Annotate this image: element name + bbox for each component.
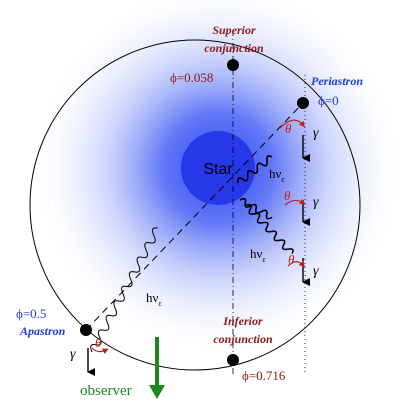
observer-label: observer <box>80 383 132 399</box>
periastron-point <box>297 97 309 109</box>
periastron-label: Periastron <box>311 74 363 88</box>
theta-arc-1 <box>279 119 305 129</box>
photon-path-periastron <box>237 155 273 184</box>
superior-label-1: Superior <box>212 23 256 37</box>
inferior-conjunction-point <box>227 354 239 366</box>
inferior-label-2: conjunction <box>213 332 273 346</box>
apastron-label: Apastron <box>19 324 66 338</box>
star-label: Star <box>203 161 233 178</box>
apastron-point <box>80 324 92 336</box>
apastron-phase: ϕ=0.5 <box>16 306 46 321</box>
arrow-down-icon <box>149 385 165 399</box>
theta-arc-2 <box>284 198 306 206</box>
star-disk <box>181 131 255 205</box>
orbit-ellipse <box>29 39 361 371</box>
superior-phase: ϕ=0.058 <box>170 70 213 85</box>
theta-arc-apastron <box>91 347 109 355</box>
inferior-phase: ϕ=0.716 <box>242 368 286 383</box>
gamma-symbol-apastron: γ <box>70 347 76 362</box>
inferior-label-1: Inferior <box>222 314 263 328</box>
photon-path-mid2 <box>245 203 294 254</box>
periastron-phase: ϕ=0 <box>318 93 339 108</box>
photon-label-periastron: hνε <box>269 166 285 184</box>
theta-symbol-apastron: θ <box>95 335 102 350</box>
gamma-symbol-1: γ <box>313 126 319 141</box>
theta-symbol-1: θ <box>285 121 292 136</box>
theta-symbol-2: θ <box>284 188 291 203</box>
photon-label-apastron: hνε <box>146 290 162 308</box>
superior-conjunction-point <box>227 59 239 71</box>
gamma-symbol-3: γ <box>313 264 319 279</box>
gamma-symbol-2: γ <box>313 195 319 210</box>
photon-path-mid1 <box>239 197 273 220</box>
theta-symbol-3: θ <box>288 252 295 267</box>
photon-path-apastron <box>90 227 158 353</box>
photon-label-mid: hνε <box>250 246 266 264</box>
superior-label-2: conjunction <box>204 41 264 55</box>
theta-arc-3 <box>287 260 306 268</box>
